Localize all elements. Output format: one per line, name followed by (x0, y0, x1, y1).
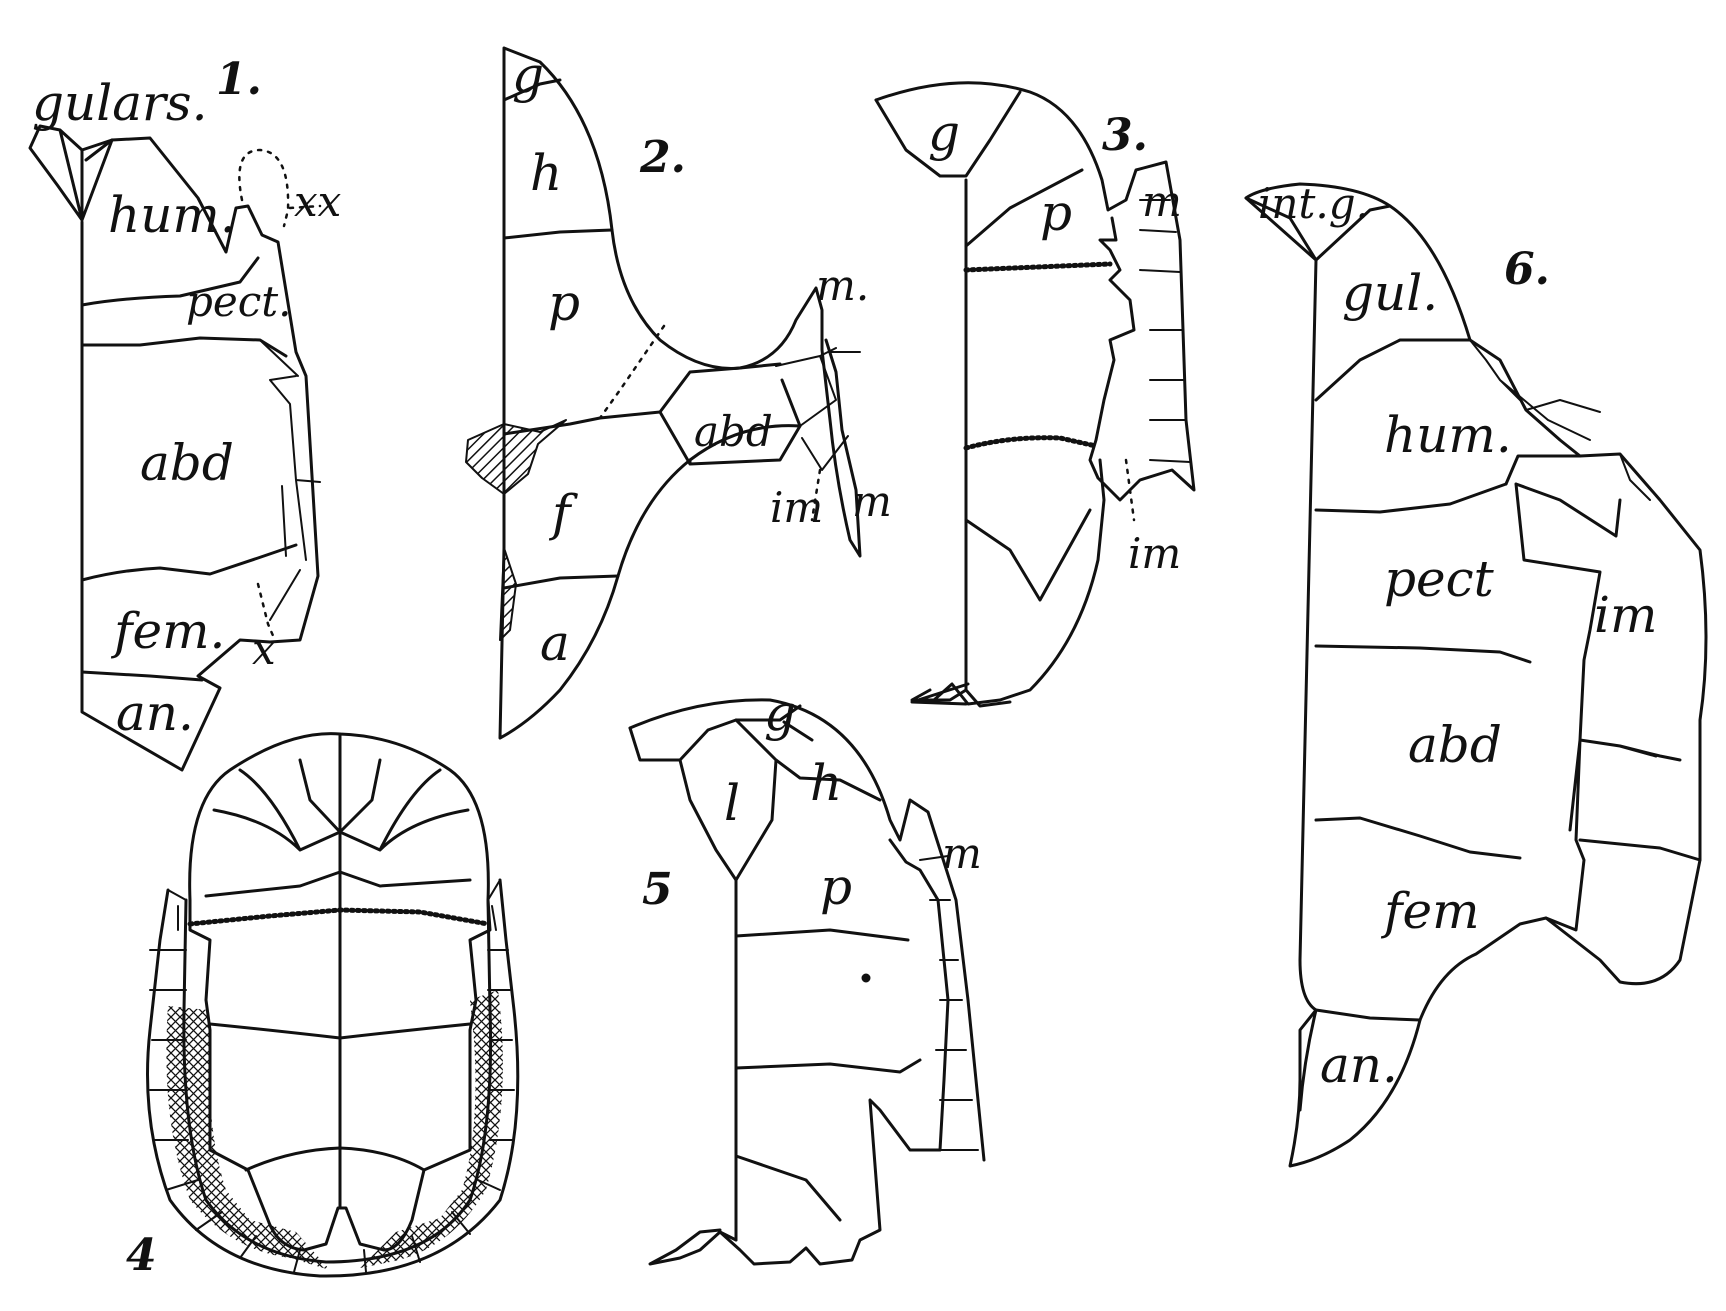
fig6-label-an: an. (1320, 1036, 1398, 1094)
fig1-suture-abd-fem (82, 545, 296, 580)
fig2-label-h: h (530, 144, 562, 202)
figure-1: gulars. 1. hum. pect. abd fem. an. x xx (30, 54, 342, 770)
fig1-label-abd: abd (140, 434, 234, 492)
fig3-label-p: p (1040, 184, 1072, 242)
fig5-label-p: p (820, 858, 852, 916)
fig1-label-gulars: gulars. (32, 74, 207, 132)
fig1-gular-shields (30, 126, 112, 220)
figure-6: int.g. gul. 6. hum. pect im abd fem an. (1246, 179, 1706, 1166)
fig3-suture-lower (966, 438, 1096, 448)
fig2-suture-h-p (504, 230, 612, 238)
fig1-label-fem: fem. (110, 602, 225, 660)
fig3-dotted (1126, 460, 1134, 520)
fig2-label-m-lower: m (852, 477, 892, 526)
fig5-label-h: h (810, 754, 842, 812)
fig2-hatched-lower (500, 548, 516, 640)
fig6-label-fem: fem (1380, 882, 1480, 940)
fig5-cross-sutures (736, 930, 920, 1220)
fig1-number: 1. (216, 54, 262, 105)
fig3-outline (876, 83, 1194, 704)
fig1-label-x: x (252, 625, 276, 674)
figure-2: g h 2. p m. abd f im m a (466, 46, 892, 738)
fig3-label-im: im (1128, 529, 1181, 578)
fig6-label-int-g: int.g. (1258, 179, 1369, 228)
fig1-label-pect: pect. (186, 277, 292, 326)
fig6-hum-pect (1316, 484, 1506, 512)
fig2-label-a: a (540, 614, 570, 672)
fig6-label-pect: pect (1384, 550, 1495, 608)
fig1-label-xx: xx (294, 177, 342, 226)
fig6-abd-fem (1316, 818, 1520, 858)
fig3-label-m: m (1142, 177, 1182, 226)
fig5-label-l: l (724, 774, 740, 832)
fig6-gul-hum (1316, 340, 1470, 400)
fig4-crosshatch-right (360, 990, 503, 1268)
fig1-suture-fem-an (82, 672, 202, 680)
fig1-xx-dotted (239, 150, 288, 226)
fig1-suture-pect-abd (82, 338, 286, 356)
fig2-label-im: im (770, 483, 823, 532)
fig5-number: 5 (642, 864, 673, 915)
fig6-label-im: im (1594, 586, 1657, 644)
fig3-number: 3. (1102, 110, 1148, 161)
fig2-label-g: g (512, 46, 544, 104)
fig6-number: 6. (1504, 244, 1550, 295)
fig2-suture-f-a (504, 576, 618, 588)
fig1-label-an: an. (116, 684, 194, 742)
fig3-suture-upper (966, 264, 1110, 270)
fig2-label-m-upper: m. (816, 261, 869, 310)
fig6-label-abd: abd (1408, 716, 1502, 774)
figure-4: 4 (126, 734, 518, 1281)
fig5-label-g: g (764, 684, 796, 742)
fig6-im-region (1506, 456, 1700, 930)
fig4-anal-suture (246, 1148, 424, 1170)
fig6-fem-an (1316, 1010, 1420, 1020)
fig3-label-g: g (928, 104, 960, 162)
fig6-pect-abd (1316, 646, 1530, 662)
fig2-hatched-upper (466, 420, 566, 494)
figure-5: g l h p m 5 (630, 684, 984, 1264)
fig3-lower-sutures (966, 510, 1090, 600)
fig6-label-gul: gul. (1342, 264, 1438, 322)
fig6-label-hum: hum. (1384, 406, 1512, 464)
fig4-upper-cross-suture (206, 872, 470, 896)
fig5-left-outline (630, 728, 736, 1240)
fig1-marginals (262, 342, 320, 620)
fig4-number: 4 (126, 1230, 157, 1281)
fig5-label-m: m (942, 829, 982, 878)
figure-3: g 3. p m im (876, 83, 1194, 706)
fig2-number: 2. (639, 132, 686, 183)
fig1-label-hum: hum. (108, 186, 236, 244)
fig2-label-abd: abd (694, 407, 773, 456)
fig2-label-p: p (548, 274, 580, 332)
fig2-label-f: f (548, 484, 578, 542)
